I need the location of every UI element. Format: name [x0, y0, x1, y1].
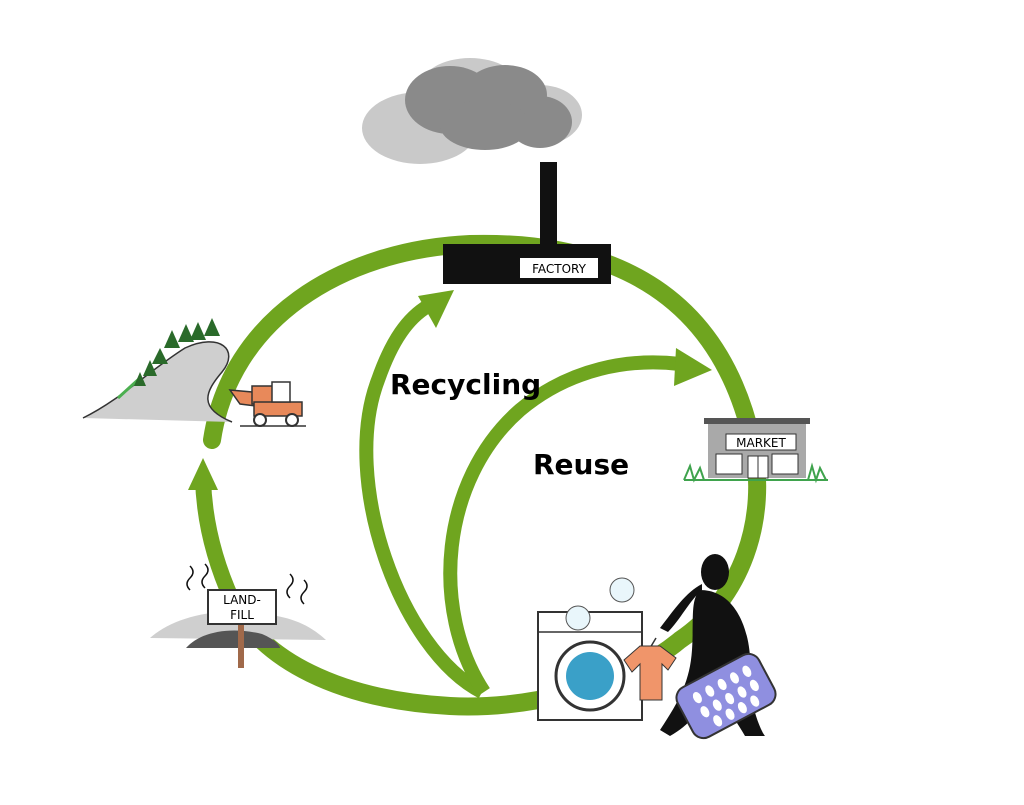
smoke-cloud-icon — [362, 58, 582, 164]
reuse-label: Reuse — [533, 448, 629, 481]
lifecycle-ring — [188, 234, 767, 716]
odor-lines-left-icon — [186, 563, 209, 591]
shirt-on-hanger-icon — [623, 637, 677, 701]
tree-group-icon — [134, 318, 220, 386]
odor-lines-right-icon — [286, 573, 308, 605]
landfill-sign-line2: FILL — [230, 608, 254, 622]
recycling-label: Recycling — [390, 368, 541, 401]
landfill-sign-line1: LAND- — [223, 593, 261, 607]
recycling-arrow — [359, 290, 486, 699]
reuse-arrow — [443, 348, 712, 696]
market-building-icon: MARKET — [683, 418, 828, 484]
cycle-loop-path — [203, 234, 767, 716]
market-sign-label: MARKET — [736, 436, 786, 450]
factory-sign-label: FACTORY — [532, 262, 587, 276]
laundry-basket-icon — [675, 652, 777, 740]
factory-icon: FACTORY — [443, 162, 611, 284]
loader-truck-icon — [228, 381, 306, 427]
cycle-arrow-landfill-to-mine — [195, 477, 240, 604]
landfill-icon: LAND- FILL — [150, 563, 326, 668]
cycle-arrowhead-landfill-to-mine — [188, 458, 218, 490]
washing-machine-icon — [537, 577, 643, 721]
mine-hill-icon — [82, 318, 233, 423]
